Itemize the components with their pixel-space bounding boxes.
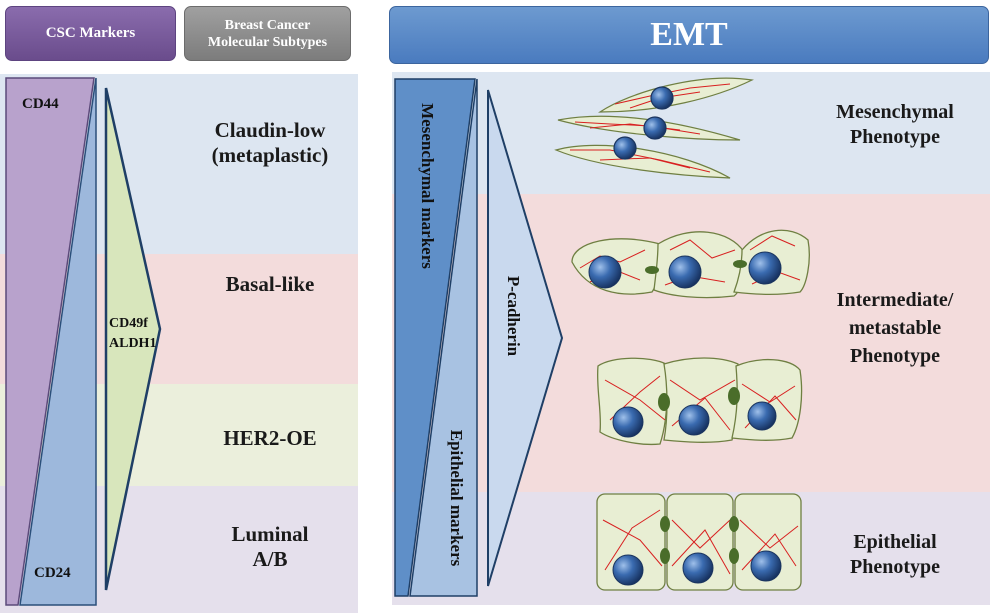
aldh1-label: ALDH1 bbox=[109, 336, 157, 351]
subtype-luminal-line2: A/B bbox=[252, 547, 288, 571]
phenotype-mesenchymal: Mesenchymal Phenotype bbox=[800, 100, 990, 150]
subtype-basal-like-label: Basal-like bbox=[225, 272, 315, 296]
pcadherin-arrow bbox=[487, 89, 564, 587]
emt-header-label: EMT bbox=[650, 16, 728, 53]
cd24-label: CD24 bbox=[34, 565, 71, 581]
left-marker-wedges bbox=[5, 77, 162, 606]
intermediate-cells-row2 bbox=[596, 357, 803, 446]
subtypes-header-line1: Breast Cancer bbox=[224, 17, 311, 33]
subtype-luminal-line1: Luminal bbox=[231, 522, 309, 546]
cd24-wedge bbox=[19, 77, 97, 606]
subtype-her2-oe: HER2-OE bbox=[182, 426, 358, 451]
cd49f-aldh1-arrow bbox=[104, 87, 162, 591]
phenotype-intermediate-line3: Phenotype bbox=[850, 345, 940, 367]
cd44-wedge bbox=[5, 77, 95, 606]
epithelial-cells bbox=[596, 493, 802, 591]
emt-header: EMT bbox=[389, 6, 989, 64]
mesenchymal-markers-wedge bbox=[394, 78, 476, 597]
phenotype-intermediate-line1: Intermediate/ bbox=[836, 289, 954, 311]
mesenchymal-cells bbox=[554, 77, 754, 179]
phenotype-epithelial: Epithelial Phenotype bbox=[800, 530, 990, 580]
intermediate-cells-row1 bbox=[571, 229, 810, 299]
subtype-basal-like: Basal-like bbox=[182, 272, 358, 297]
phenotype-intermediate: Intermediate/ metastable Phenotype bbox=[800, 286, 990, 370]
csc-markers-label: CSC Markers bbox=[45, 25, 136, 41]
csc-markers-header: CSC Markers bbox=[5, 6, 176, 61]
subtype-claudin-low-line2: (metaplastic) bbox=[211, 143, 329, 167]
epithelial-markers-wedge bbox=[409, 78, 478, 597]
subtype-her2-oe-label: HER2-OE bbox=[223, 426, 317, 450]
phenotype-intermediate-line2: metastable bbox=[848, 317, 942, 339]
subtype-claudin-low: Claudin-low (metaplastic) bbox=[182, 118, 358, 168]
phenotype-mesenchymal-line1: Mesenchymal bbox=[836, 101, 954, 123]
phenotype-mesenchymal-line2: Phenotype bbox=[850, 126, 940, 148]
phenotype-epithelial-line2: Phenotype bbox=[850, 556, 940, 578]
subtype-claudin-low-line1: Claudin-low bbox=[214, 118, 326, 142]
cd44-label: CD44 bbox=[22, 96, 59, 112]
subtype-luminal: Luminal A/B bbox=[182, 522, 358, 572]
cd49f-label: CD49f bbox=[109, 316, 148, 331]
subtypes-header-line2: Molecular Subtypes bbox=[207, 34, 328, 50]
subtypes-header: Breast Cancer Molecular Subtypes bbox=[184, 6, 351, 61]
phenotype-epithelial-line1: Epithelial bbox=[853, 531, 937, 553]
